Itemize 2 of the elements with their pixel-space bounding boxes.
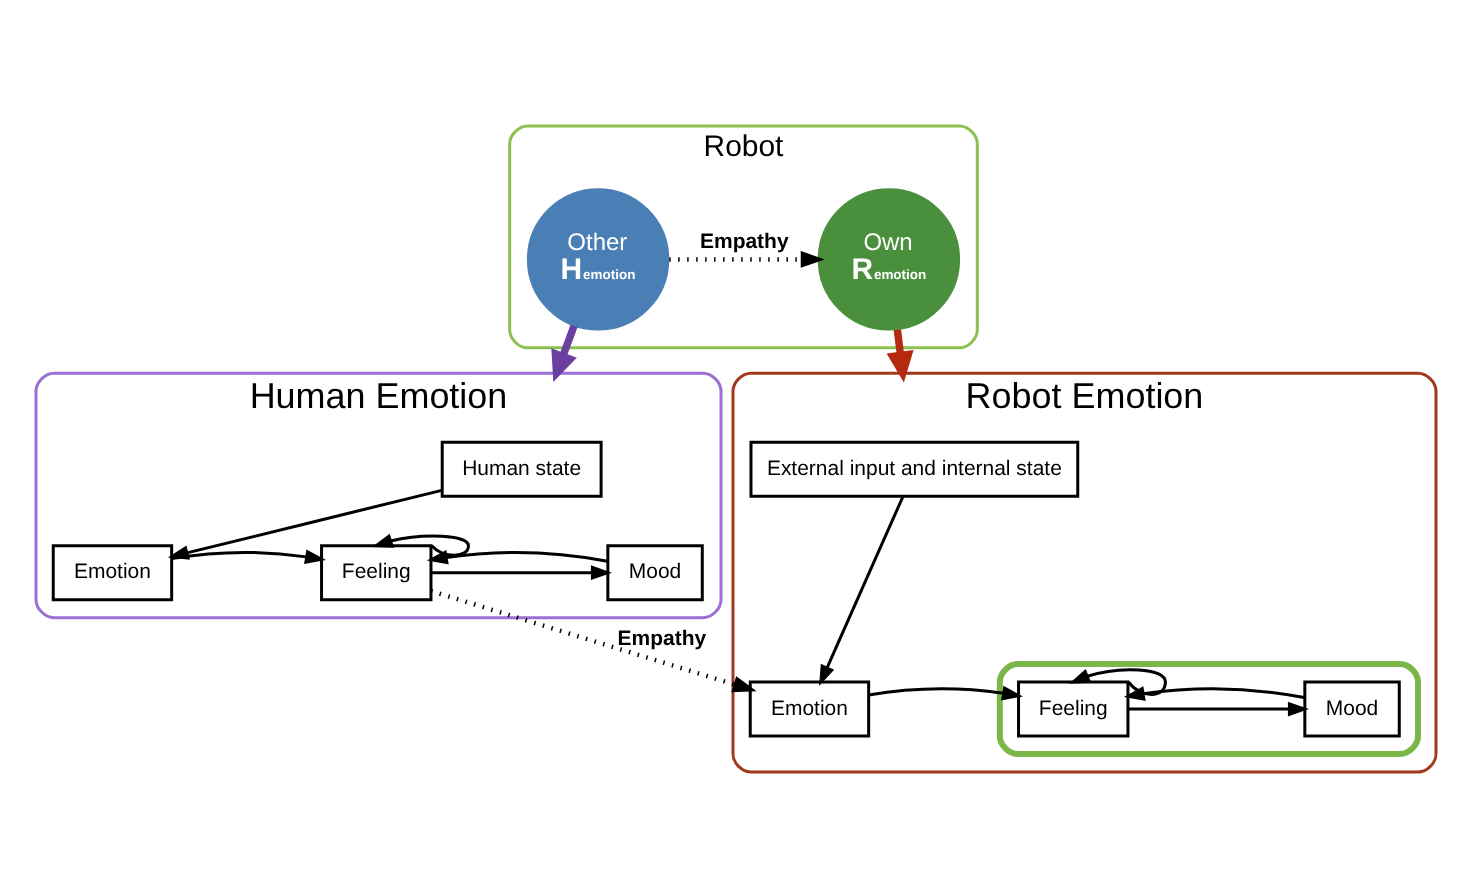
edge-label: Empathy: [617, 627, 707, 650]
edge-label: Empathy: [700, 230, 789, 253]
